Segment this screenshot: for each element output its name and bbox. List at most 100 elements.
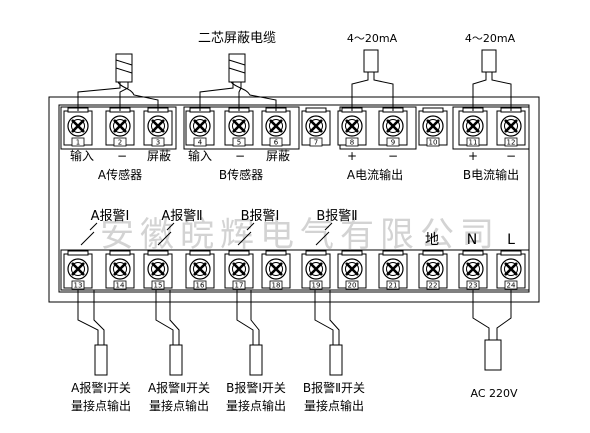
bottom-terminal: 21: [378, 250, 408, 290]
bottom-terminal-number: 15: [154, 282, 163, 290]
minus-a-label: −: [117, 149, 127, 163]
sensor-b-label: B传感器: [219, 167, 263, 182]
b-alarm-2-output-line1: B报警Ⅱ开关: [303, 380, 365, 395]
bottom-terminal: 13: [63, 250, 93, 290]
bottom-terminal: 20: [337, 250, 367, 290]
top-terminal: 11: [458, 107, 488, 147]
a-alarm-1-output-line1: A报警Ⅰ开关: [71, 380, 131, 395]
top-terminal-number: 7: [314, 139, 318, 147]
enclosure-outline: [48, 96, 540, 303]
top-terminal-number: 1: [76, 139, 80, 147]
bottom-terminal-number: 20: [348, 282, 357, 290]
alarm-cable-b1: [236, 290, 263, 376]
bottom-terminal-frame: [60, 249, 530, 291]
top-terminal: 5: [224, 107, 254, 147]
bottom-terminal: 23: [458, 250, 488, 290]
b-alarm-2-label: B报警Ⅱ: [316, 208, 357, 224]
b-alarm-2-output-line2: 量接点输出: [304, 398, 364, 413]
a-alarm-1-label: A报警Ⅰ: [91, 208, 130, 224]
bottom-terminal: 16: [185, 250, 215, 290]
top-terminal: 1: [63, 107, 93, 147]
bottom-terminal-number: 23: [469, 282, 478, 290]
bottom-terminal-number: 17: [235, 282, 244, 290]
bottom-terminal: 19: [301, 250, 331, 290]
top-terminal-number: 10: [429, 139, 438, 147]
current-range-b-label: 4～20mA: [465, 32, 516, 45]
current-range-a-label: 4～20mA: [347, 32, 398, 45]
b-alarm-1-label: B报警Ⅰ: [241, 208, 280, 224]
minus-12-label: −: [506, 149, 516, 163]
current-cable-a: [351, 49, 394, 111]
bottom-terminal-number: 21: [389, 282, 398, 290]
shield-b-label: 屏蔽: [266, 149, 290, 163]
top-terminal: 8: [337, 107, 367, 147]
bottom-terminal-number: 19: [312, 282, 321, 290]
top-terminal: 4: [185, 107, 215, 147]
a-alarm-2-label: A报警Ⅱ: [161, 208, 202, 224]
bottom-terminal: 17: [224, 250, 254, 290]
top-terminal-number: 5: [237, 139, 241, 147]
top-terminal: 3: [143, 107, 173, 147]
b-alarm-1-output-line2: 量接点输出: [226, 398, 286, 413]
bottom-terminal-number: 16: [196, 282, 205, 290]
group-frame-sensor-a: [60, 106, 177, 150]
current-cable-b: [472, 49, 512, 111]
alarm-cable-a2: [155, 290, 183, 376]
input-b-label: 输入: [188, 148, 212, 163]
top-terminal-number: 2: [118, 139, 122, 147]
plus-8-label: +: [347, 149, 357, 163]
twin-core-cable-label: 二芯屏蔽电缆: [198, 30, 276, 46]
a-alarm-2-output-line1: A报警Ⅱ开关: [148, 380, 210, 395]
top-terminal: 9: [378, 107, 408, 147]
input-a-label: 输入: [70, 148, 94, 163]
shield-a-label: 屏蔽: [147, 149, 171, 163]
top-terminal-number: 3: [156, 139, 160, 147]
relay-contact-lines: [80, 222, 333, 246]
group-frame-sensor-b: [183, 106, 300, 150]
top-terminal: 2: [105, 107, 135, 147]
group-frame-current-b: [452, 106, 530, 150]
bottom-terminal-number: 13: [74, 282, 83, 290]
bottom-terminal-number: 14: [116, 282, 125, 290]
neutral-label: N: [467, 232, 477, 248]
top-terminal-number: 11: [469, 139, 478, 147]
alarm-cable-b2: [314, 290, 343, 376]
top-terminal: 6: [261, 107, 291, 147]
ac-power-cable: [472, 290, 512, 371]
top-terminal-number: 6: [274, 139, 279, 147]
bottom-terminal: 18: [261, 250, 291, 290]
minus-9-label: −: [388, 149, 398, 163]
bottom-terminal: 24: [496, 250, 526, 290]
ground-label: 地: [425, 232, 439, 248]
current-output-a-label: A电流输出: [347, 167, 403, 182]
top-terminal: 10: [418, 107, 448, 147]
bottom-terminal-number: 18: [272, 282, 281, 290]
twin-core-cable-top: [77, 53, 277, 111]
bottom-terminal-row: 13 14 15 16 17 18 19 20 21 22 23 24: [63, 250, 526, 290]
top-terminal: 12: [496, 107, 526, 147]
company-watermark: 安徽皖辉电气有限公司: [100, 215, 500, 255]
enclosure-inner-outline: [58, 104, 530, 293]
live-label: L: [507, 232, 515, 248]
plus-11-label: +: [468, 149, 478, 163]
a-alarm-1-output-line2: 量接点输出: [71, 398, 131, 413]
top-terminal-number: 4: [198, 139, 203, 147]
ac-power-label: AC 220V: [470, 387, 518, 400]
bottom-terminal: 15: [143, 250, 173, 290]
alarm-cable-a1: [77, 290, 108, 376]
current-output-b-label: B电流输出: [463, 167, 519, 182]
top-terminal-number: 8: [350, 139, 354, 147]
bottom-terminal-number: 22: [429, 282, 438, 290]
bottom-terminal: 14: [105, 250, 135, 290]
b-alarm-1-output-line1: B报警Ⅰ开关: [226, 380, 286, 395]
minus-b-label: −: [235, 149, 245, 163]
a-alarm-2-output-line2: 量接点输出: [149, 398, 209, 413]
top-terminal: 7: [301, 107, 331, 147]
top-terminal-number: 12: [507, 139, 516, 147]
top-terminal-number: 9: [391, 139, 395, 147]
sensor-a-label: A传感器: [98, 167, 142, 182]
bottom-terminal: 22: [418, 250, 448, 290]
bottom-terminal-number: 24: [507, 282, 516, 290]
